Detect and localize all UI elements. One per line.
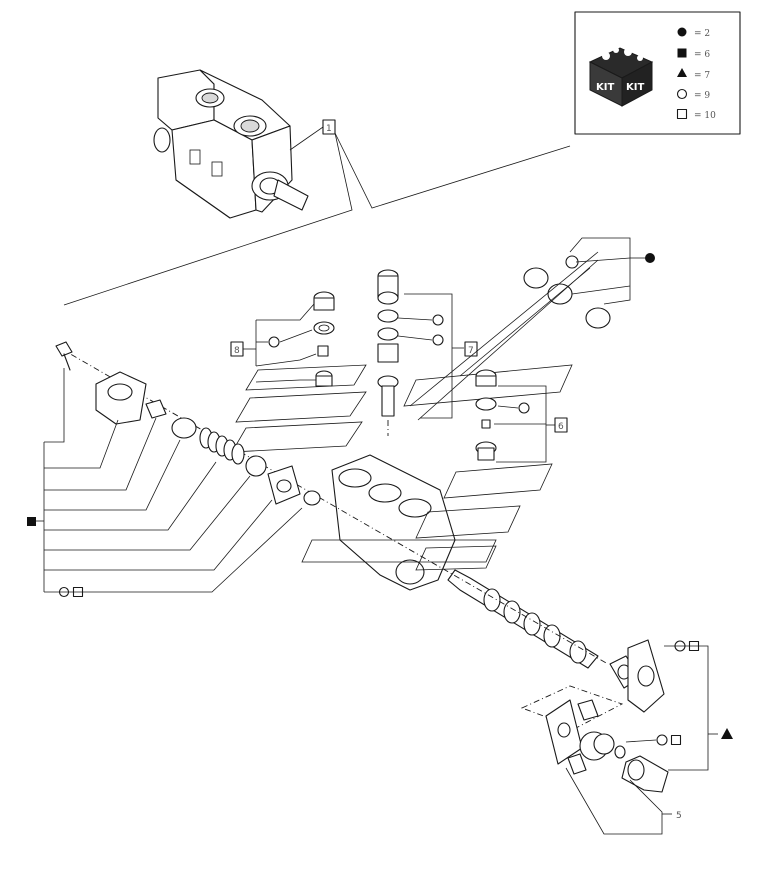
right-open-square-marker-b [670,734,682,746]
callout-label-1: 1 [326,124,332,134]
plug7-open-circle-a [432,314,444,326]
legend-item-1: = 2 [694,29,710,39]
valve-section-assembled: 1 [63,69,571,306]
callout-label-5: 5 [676,811,682,821]
hatch-guides [231,364,573,571]
callout-label-8: 8 [234,346,240,356]
open-square-symbol [676,108,688,120]
o-ring-filled-circle-marker [645,253,655,263]
filled-square-symbol [677,48,687,58]
right-filled-triangle-marker [721,728,733,739]
kit-box-icon: KIT KIT [588,47,654,107]
filled-circle-symbol [677,27,687,37]
kit-label-right: KIT [626,82,644,93]
left-open-square-marker [72,586,84,598]
right-open-circle-marker-a [674,640,686,652]
callout-label-7: 7 [468,346,474,356]
left-filled-square-marker [27,517,36,526]
filled-triangle-symbol [677,68,687,77]
plug7-open-circle-b [432,334,444,346]
legend-item-3: = 7 [694,71,710,81]
right-open-circle-marker-b [656,734,668,746]
kit-label-left: KIT [596,82,614,93]
spool-centerline [59,347,609,665]
right-open-square-marker-a [688,640,700,652]
spring [199,427,245,465]
spool [447,569,599,669]
left-spring-assembly [55,341,321,506]
plug-stack-7: 7 [377,269,478,436]
callout-label-6: 6 [558,422,564,432]
legend-item-2: = 6 [694,50,710,60]
plug6-open-circle [518,402,530,414]
legend-item-4: = 9 [694,91,710,101]
plug8-open-circle [268,336,280,348]
open-circle-symbol [676,88,688,100]
left-leaders [27,368,303,598]
plug-stack-6: 6 [475,369,568,463]
o-rings [409,237,655,421]
right-lever-assembly: 5 [520,639,733,835]
left-open-circle-marker [58,586,70,598]
legend-item-5: = 10 [694,111,716,121]
plug-stack-8: 8 [230,291,335,387]
valve-body-exploded [231,364,573,591]
kit-legend: KIT KIT = 2 = 6 = 7 = 9 = 10 [574,11,741,135]
